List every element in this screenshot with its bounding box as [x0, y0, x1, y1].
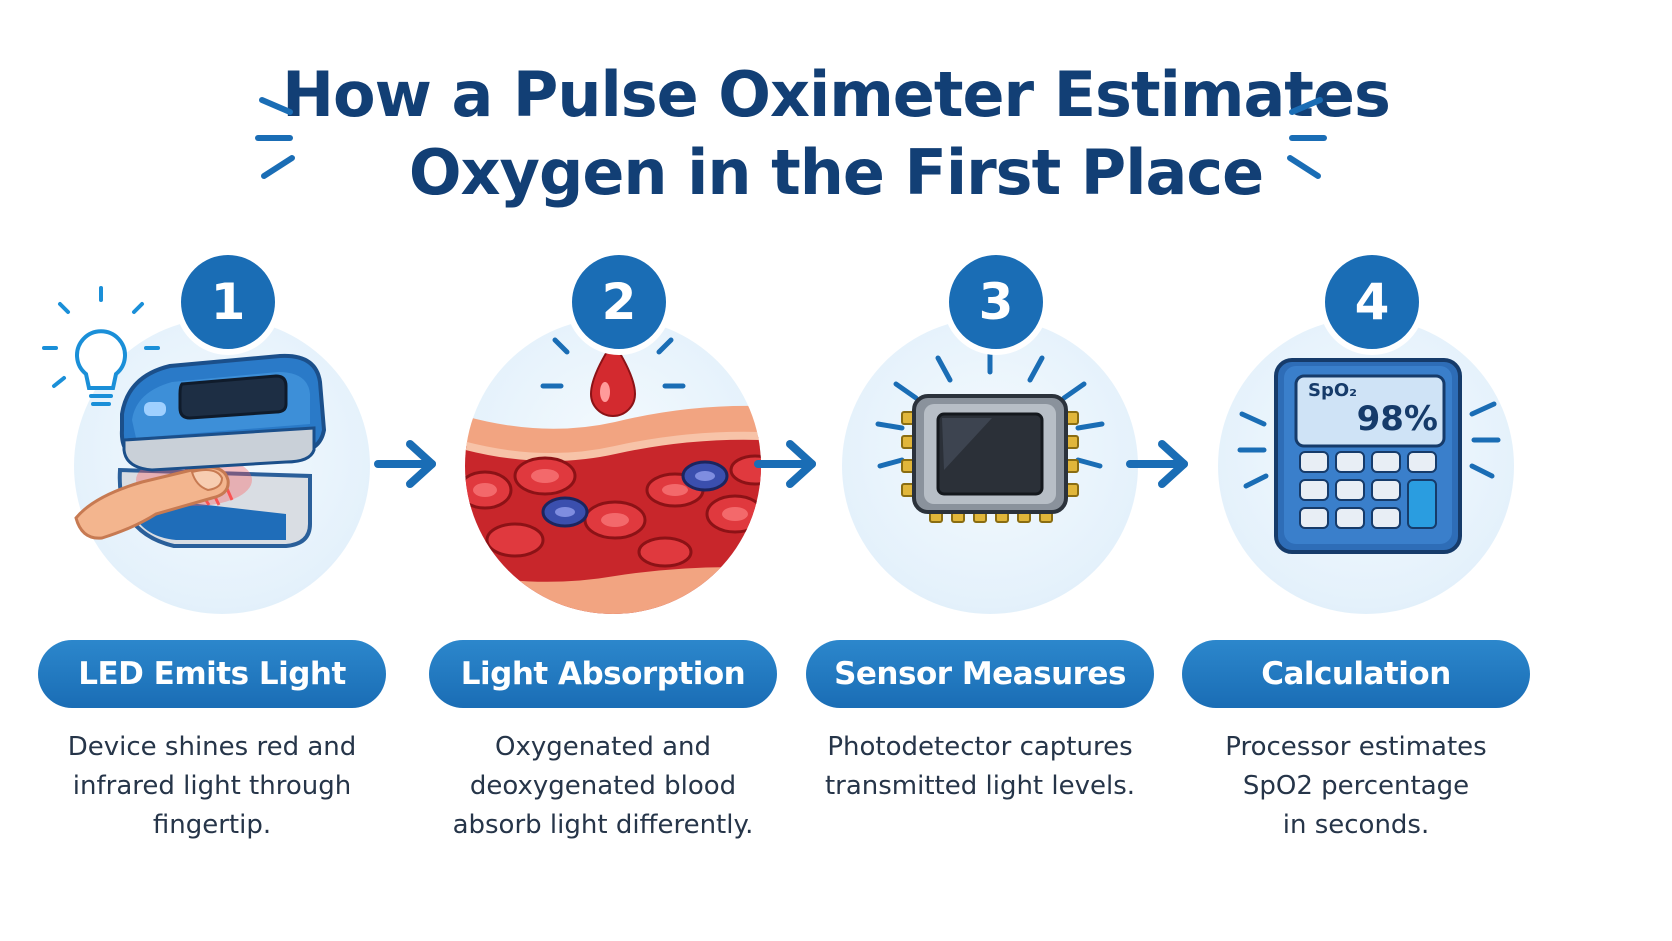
burst-left-icon	[255, 97, 295, 179]
step-3-number-badge: 3	[943, 249, 1049, 355]
step-2: 2 Light Absorption Oxygenated and deoxyg…	[415, 0, 785, 941]
arrow-right-icon	[754, 440, 816, 488]
step-3-label: Sensor Measures	[806, 640, 1154, 708]
step-4-label: Calculation	[1182, 640, 1530, 708]
calculator-screen-label: SpO₂	[1308, 380, 1357, 401]
step-2-number-badge: 2	[566, 249, 672, 355]
step-4-description: Processor estimates SpO2 percentage in s…	[1225, 732, 1487, 840]
pulse-oximeter-icon	[42, 286, 327, 548]
calculator-icon: SpO₂ 98%	[1237, 358, 1501, 554]
step-2-description: Oxygenated and deoxygenated blood absorb…	[452, 732, 754, 840]
step-1-number-badge: 1	[175, 249, 281, 355]
title-line-1: How a Pulse Oximeter Estimates	[282, 58, 1391, 131]
arrow-right-icon	[1126, 440, 1188, 488]
lightbulb-icon	[42, 286, 160, 406]
page-title: How a Pulse Oximeter Estimates Oxygen in…	[0, 56, 1672, 212]
calculator-screen-value: 98%	[1357, 399, 1438, 439]
blood-vessel-icon	[465, 337, 761, 614]
step-4: SpO₂ 98% 4 Calculation Processor estimat…	[1168, 0, 1538, 941]
step-4-number-badge: 4	[1319, 249, 1425, 355]
step-1: 1 LED Emits Light Device shines red and …	[24, 0, 394, 941]
step-3: 3 Sensor Measures Photodetector captures…	[792, 0, 1162, 941]
burst-right-icon	[1287, 97, 1327, 179]
step-3-description: Photodetector captures transmitted light…	[824, 732, 1136, 801]
step-1-label: LED Emits Light	[38, 640, 386, 708]
photodetector-chip-icon	[875, 343, 1105, 523]
arrow-right-icon	[374, 440, 436, 488]
title-line-2: Oxygen in the First Place	[408, 136, 1264, 209]
step-1-description: Device shines red and infrared light thr…	[67, 732, 357, 840]
step-2-label: Light Absorption	[429, 640, 777, 708]
